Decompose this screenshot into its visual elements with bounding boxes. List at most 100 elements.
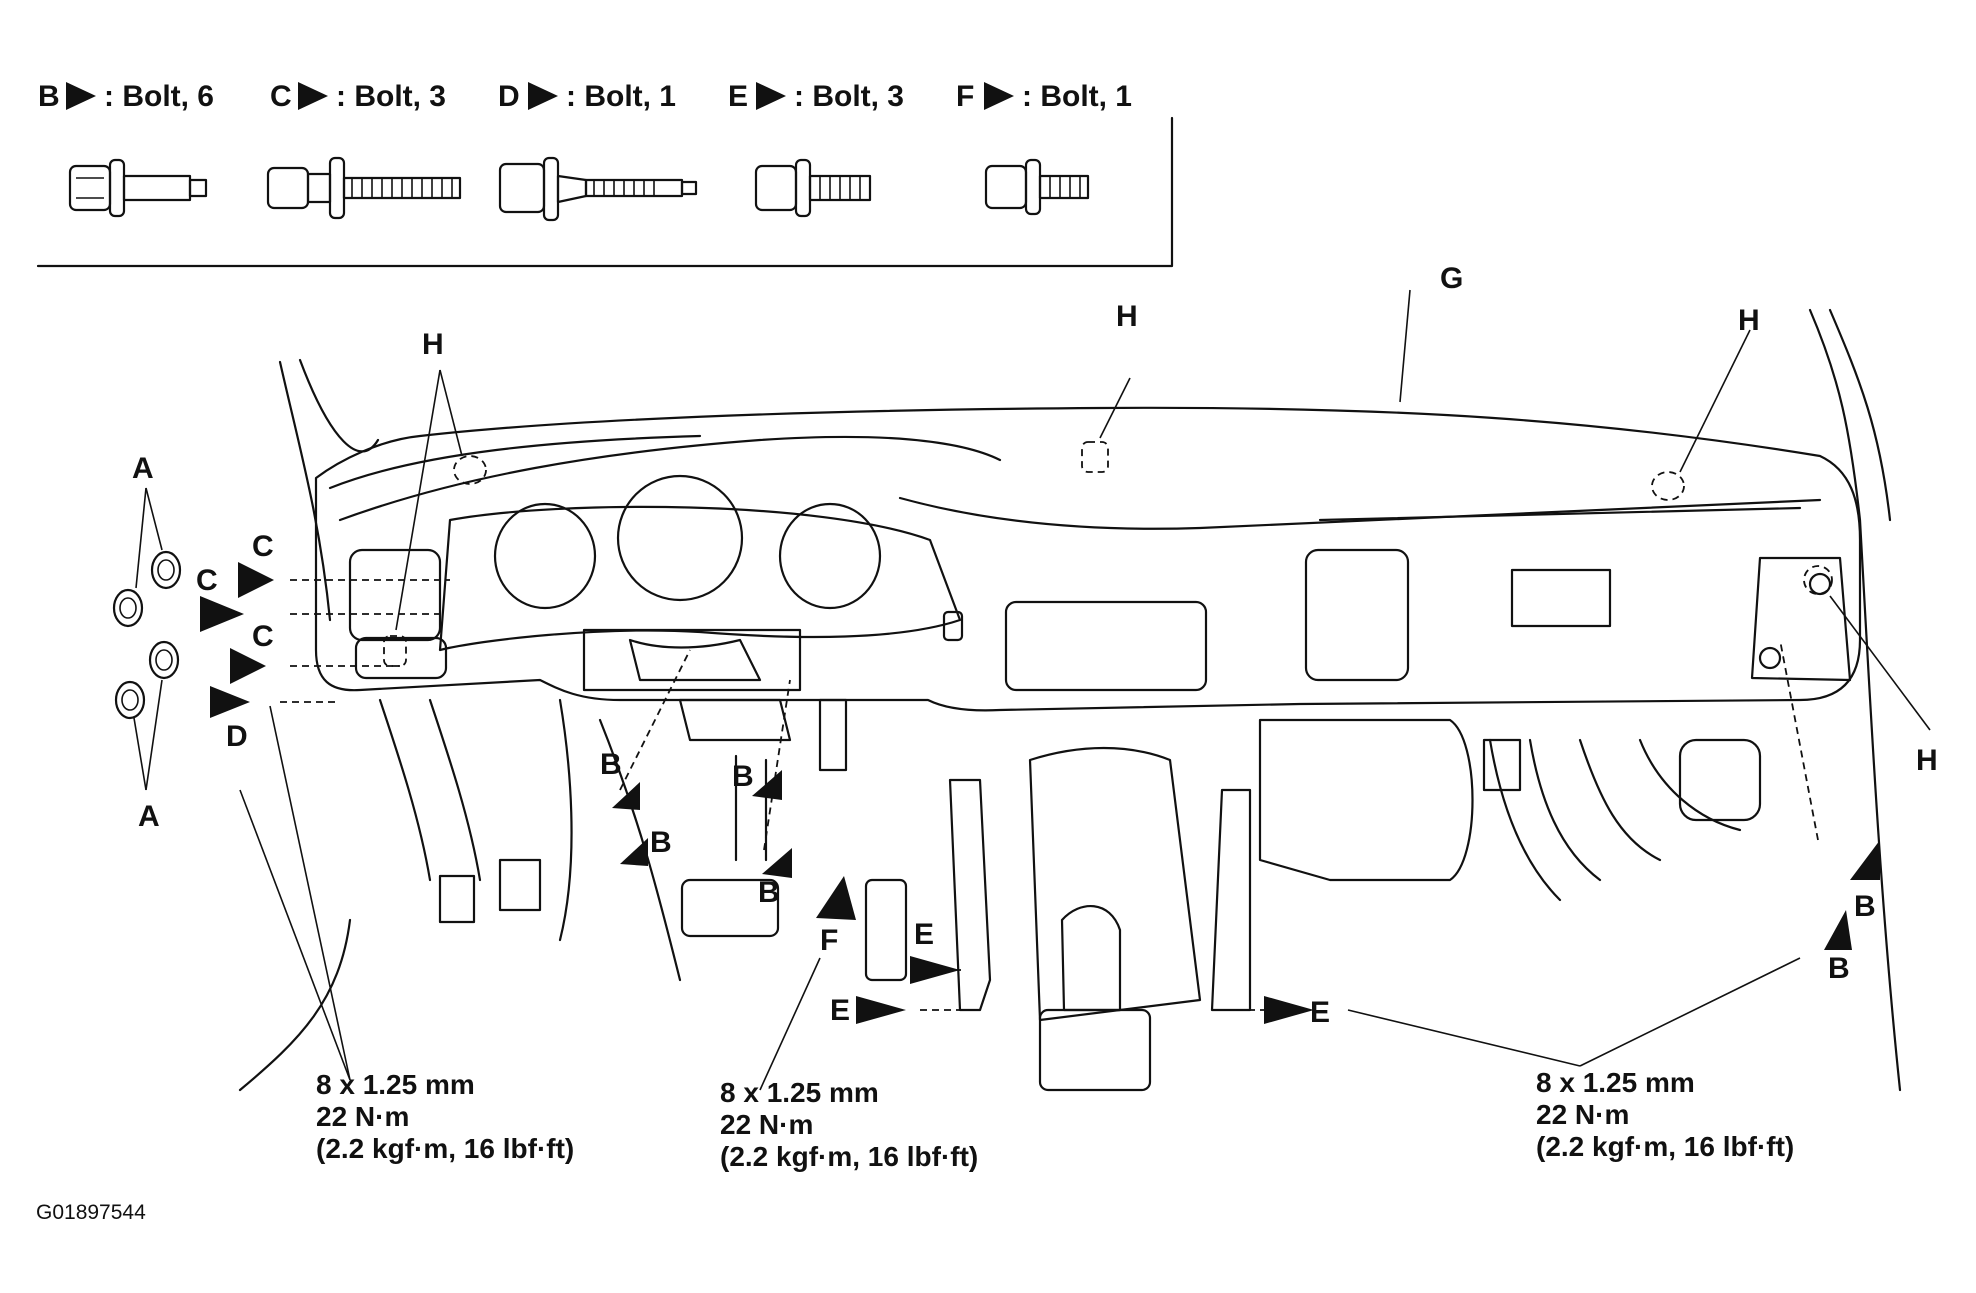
legend-item-e: E : Bolt, 3 — [728, 80, 904, 218]
wire-harness — [1488, 738, 1742, 902]
torque-alt: (2.2 kgf·m, 16 lbf·ft) — [1536, 1131, 1794, 1162]
torque-spec-center: 8 x 1.25 mm 22 N·m (2.2 kgf·m, 16 lbf·ft… — [720, 1077, 978, 1172]
bolt-marker-icon — [298, 82, 328, 110]
relay-box — [1678, 738, 1762, 822]
left-a-pillar — [278, 358, 380, 622]
legend-item-f: F : Bolt, 1 — [956, 80, 1132, 216]
bolt-marker-icon — [66, 82, 96, 110]
callout-b-5: B — [1854, 890, 1876, 923]
legend-letter-c: C — [270, 80, 292, 113]
connector — [1482, 738, 1522, 792]
callout-letters: A A C C C D H H G H H B B B B B B F E E … — [132, 262, 1938, 1029]
shift-knob — [1060, 905, 1122, 1012]
instrument-cluster-hood — [438, 505, 962, 652]
brake-pedal — [680, 878, 780, 938]
right-panel-label — [1510, 568, 1612, 628]
torque-size: 8 x 1.25 mm — [316, 1069, 475, 1100]
torque-size: 8 x 1.25 mm — [1536, 1067, 1695, 1098]
legend-letter-b: B — [38, 80, 60, 113]
clip-hole — [1758, 646, 1782, 670]
hidden-clip-h1 — [453, 455, 487, 485]
callout-e-1: E — [914, 918, 934, 951]
legend-letter-d: D — [498, 80, 520, 113]
legend-text-c: : Bolt, 3 — [336, 80, 446, 113]
bolt-marker-icon — [756, 82, 786, 110]
torque-size: 8 x 1.25 mm — [720, 1077, 879, 1108]
bolt-b-icon — [68, 158, 208, 218]
right-center-stay — [1210, 788, 1252, 1012]
torque-value: 22 N·m — [1536, 1099, 1629, 1130]
legend-item-b: B : Bolt, 6 — [38, 80, 214, 218]
callout-f: F — [820, 924, 838, 957]
callout-h-center: H — [1116, 300, 1138, 333]
grommet-group-a — [112, 550, 182, 720]
callout-h-left: H — [422, 328, 444, 361]
bolt-d-icon — [498, 156, 698, 222]
callout-e-2: E — [830, 994, 850, 1027]
console-base — [1038, 1008, 1152, 1092]
callout-h-far-right: H — [1916, 744, 1938, 777]
callout-a-bottom: A — [138, 800, 160, 833]
hvac-unit — [1258, 718, 1474, 882]
callout-g: G — [1440, 262, 1463, 295]
torque-spec-left: 8 x 1.25 mm 22 N·m (2.2 kgf·m, 16 lbf·ft… — [316, 1069, 574, 1164]
left-connector — [498, 858, 542, 912]
hidden-clip-h5 — [1803, 565, 1833, 595]
callout-e-3: E — [1310, 996, 1330, 1029]
callout-b-1: B — [600, 748, 622, 781]
callout-a-top: A — [132, 452, 154, 485]
dash-top-crease — [328, 434, 702, 490]
clip-hole — [1808, 572, 1832, 596]
center-console — [1028, 746, 1202, 1022]
left-center-stay — [948, 778, 992, 1012]
figure-id: G01897544 — [36, 1201, 146, 1224]
dash-right-line — [1318, 506, 1802, 522]
small-switch — [942, 610, 964, 642]
hidden-clip-h2 — [1081, 441, 1109, 473]
accelerator-pedal — [864, 878, 908, 982]
legend-text-b: : Bolt, 6 — [104, 80, 214, 113]
bolt-markers — [200, 562, 1880, 1024]
steering-lower-bracket — [678, 698, 792, 742]
dash-upper-line — [338, 435, 1002, 522]
legend-item-c: C : Bolt, 3 — [266, 80, 462, 220]
callout-c-1: C — [252, 530, 274, 563]
left-lower-vent — [354, 636, 448, 680]
callout-b-6: B — [1828, 952, 1850, 985]
left-wiring — [378, 698, 682, 982]
legend-item-d: D : Bolt, 1 — [498, 80, 698, 222]
brake-pedal-arm — [734, 754, 768, 862]
steering-bracket — [628, 638, 762, 682]
left-vent — [348, 548, 442, 642]
callout-b-2: B — [650, 826, 672, 859]
hidden-clip-h4 — [383, 635, 407, 667]
center-display — [1304, 548, 1410, 682]
gauge-center — [616, 474, 744, 602]
legend-text-e: : Bolt, 3 — [794, 80, 904, 113]
bolt-e-icon — [754, 158, 872, 218]
callout-h-right: H — [1738, 304, 1760, 337]
steering-hanger — [582, 628, 802, 692]
callout-b-3: B — [732, 760, 754, 793]
dash-mid-line — [898, 496, 1822, 530]
torque-value: 22 N·m — [316, 1101, 409, 1132]
bolt-c-icon — [266, 156, 462, 220]
bolt-marker-icon — [528, 82, 558, 110]
left-connector-2 — [438, 874, 476, 924]
torque-alt: (2.2 kgf·m, 16 lbf·ft) — [316, 1133, 574, 1164]
center-vent-panel — [1004, 600, 1208, 692]
legend-text-d: : Bolt, 1 — [566, 80, 676, 113]
callout-d: D — [226, 720, 248, 753]
hidden-clip-h3 — [1651, 471, 1685, 501]
torque-spec-right: 8 x 1.25 mm 22 N·m (2.2 kgf·m, 16 lbf·ft… — [1536, 1067, 1794, 1162]
callout-leaders — [133, 289, 1931, 1091]
door-line — [238, 918, 352, 1092]
callout-b-4: B — [758, 876, 780, 909]
callout-c-3: C — [252, 620, 274, 653]
gauge-left — [493, 502, 597, 610]
legend-text-f: : Bolt, 1 — [1022, 80, 1132, 113]
center-bracket-left — [818, 698, 848, 772]
gauge-right — [778, 502, 882, 610]
right-a-pillar — [1808, 308, 1902, 1092]
